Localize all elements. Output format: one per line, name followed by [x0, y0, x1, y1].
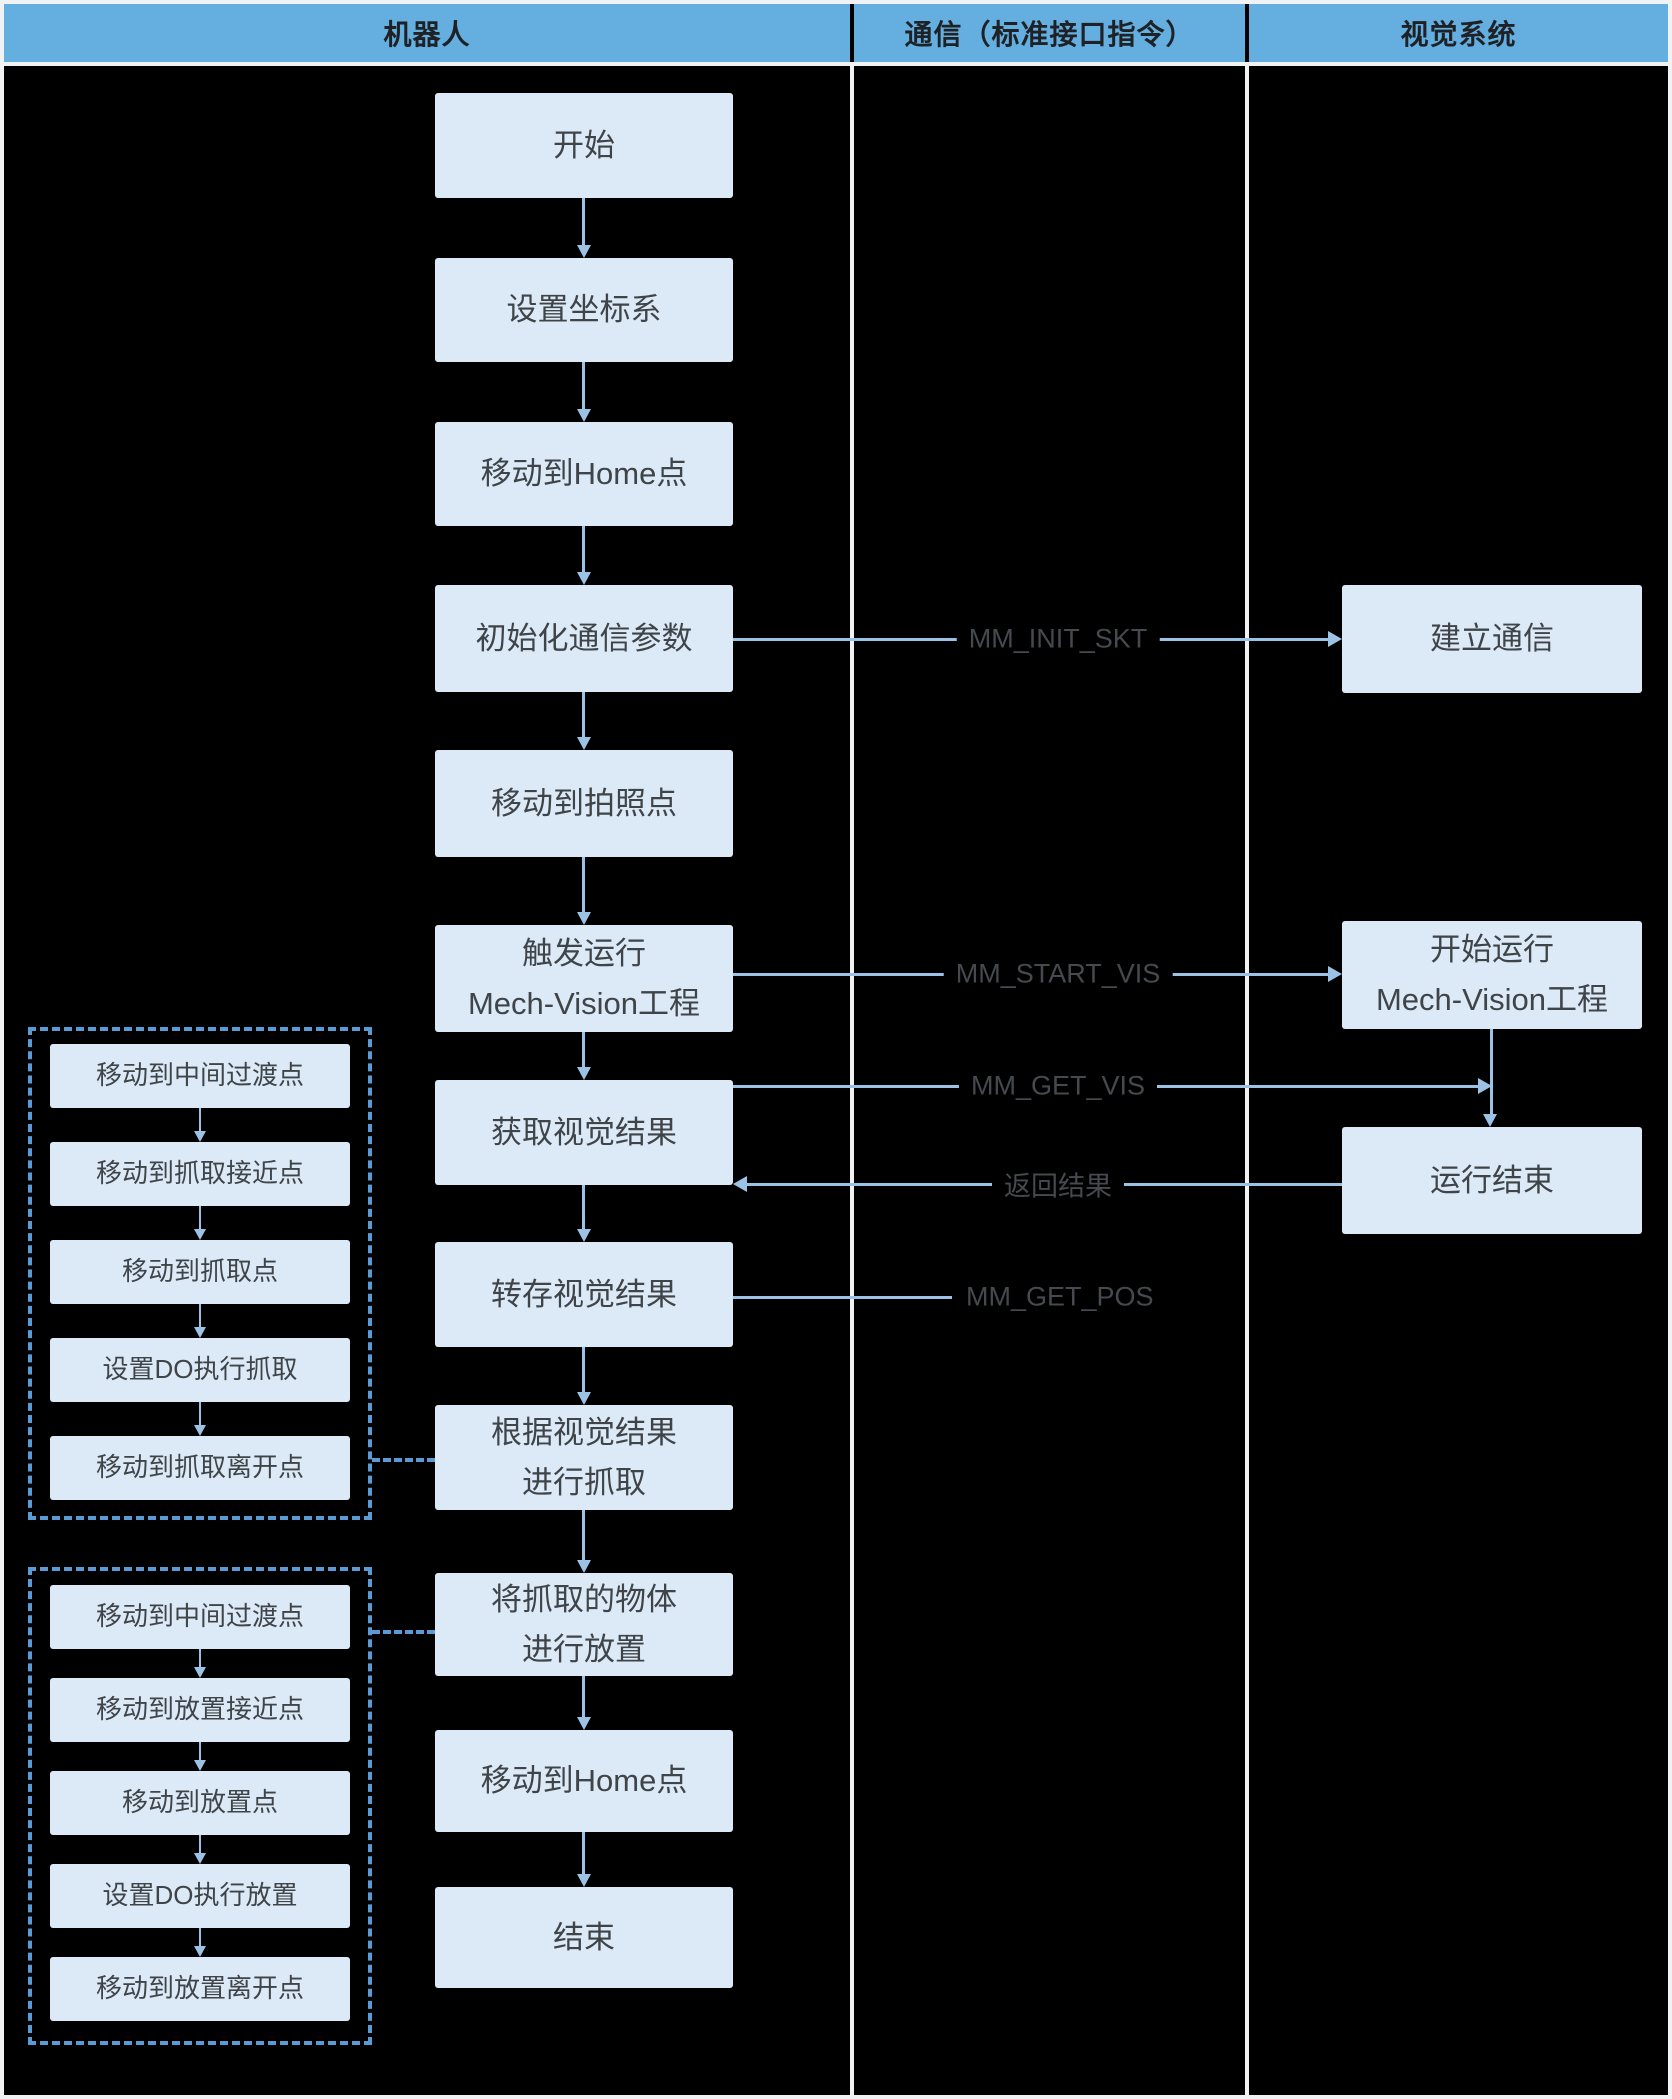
place-box-move-to-place-departure: 移动到放置离开点 — [50, 1957, 350, 2021]
flow-arrow-down — [582, 198, 585, 245]
pick-box-move-to-pick-point: 移动到抓取点 — [50, 1240, 350, 1304]
comm-line-mm-get-pos — [733, 1296, 952, 1299]
arrow-head-down-icon — [577, 409, 591, 422]
place-subroutine-group — [28, 1567, 372, 2045]
place-box-move-to-place-point: 移动到放置点 — [50, 1771, 350, 1835]
lane-title: 视觉系统 — [1400, 19, 1517, 50]
comm-label-return-result: 返回结果 — [992, 1164, 1124, 1204]
flow-box-end: 结束 — [435, 1887, 733, 1988]
vision-box-start-mech-vision-project: 开始运行 Mech-Vision工程 — [1342, 921, 1642, 1029]
place-box-set-do-place: 设置DO执行放置 — [50, 1864, 350, 1928]
flow-arrow-down — [1490, 1029, 1493, 1114]
arrow-head-down-icon — [194, 1425, 206, 1436]
flow-arrow-down — [199, 1742, 201, 1760]
arrow-head-down-icon — [194, 1853, 206, 1864]
arrow-head-down-icon — [194, 1667, 206, 1678]
flow-arrow-down — [582, 1676, 585, 1717]
lane-header-robot: 机器人 — [4, 4, 850, 62]
flow-box-set-coordinate-system: 设置坐标系 — [435, 258, 733, 362]
place-box-move-to-place-approach: 移动到放置接近点 — [50, 1678, 350, 1742]
dashed-connector-place — [372, 1630, 435, 1634]
lane-header-vision: 视觉系统 — [1249, 4, 1668, 62]
lane-title: 通信（标准接口指令） — [904, 19, 1195, 50]
pick-box-move-to-waypoint: 移动到中间过渡点 — [50, 1044, 350, 1108]
arrow-head-down-icon — [577, 737, 591, 750]
flow-arrow-down — [582, 526, 585, 572]
arrow-head-down-icon — [194, 1946, 206, 1957]
arrow-head-down-icon — [577, 1717, 591, 1730]
flow-box-place-picked-object: 将抓取的物体 进行放置 — [435, 1573, 733, 1676]
flow-arrow-down — [199, 1108, 201, 1131]
arrow-head-down-icon — [577, 572, 591, 585]
comm-label-mm-get-vis: MM_GET_VIS — [958, 1070, 1158, 1102]
arrow-head-down-icon — [194, 1229, 206, 1240]
arrow-head-down-icon — [577, 245, 591, 258]
comm-label-mm-init-skt: MM_INIT_SKT — [956, 623, 1160, 655]
flow-arrow-down — [582, 1032, 585, 1067]
flow-arrow-down — [199, 1835, 201, 1853]
place-box-move-to-waypoint: 移动到中间过渡点 — [50, 1585, 350, 1649]
flow-arrow-down — [582, 1185, 585, 1229]
arrow-head-down-icon — [577, 1874, 591, 1887]
flow-arrow-down — [199, 1206, 201, 1229]
arrow-head-left-icon — [733, 1176, 747, 1192]
arrow-head-down-icon — [577, 1229, 591, 1242]
arrow-head-down-icon — [1483, 1114, 1497, 1127]
flow-box-move-to-home: 移动到Home点 — [435, 422, 733, 526]
flow-arrow-down — [582, 1347, 585, 1392]
flow-arrow-down — [582, 362, 585, 409]
arrow-head-right-icon — [1478, 1078, 1492, 1094]
arrow-head-down-icon — [194, 1131, 206, 1142]
flow-arrow-down — [582, 1510, 585, 1560]
arrow-head-down-icon — [577, 1067, 591, 1080]
arrow-head-down-icon — [577, 1560, 591, 1573]
flow-box-save-vision-result: 转存视觉结果 — [435, 1242, 733, 1347]
header-divider-line — [4, 62, 1668, 66]
flow-arrow-down — [582, 1832, 585, 1874]
pick-box-move-to-pick-approach: 移动到抓取接近点 — [50, 1142, 350, 1206]
flow-box-pick-by-vision-result: 根据视觉结果 进行抓取 — [435, 1405, 733, 1510]
arrow-head-down-icon — [194, 1760, 206, 1771]
flow-arrow-down — [199, 1928, 201, 1946]
flow-box-move-to-capture-point: 移动到拍照点 — [435, 750, 733, 857]
flow-box-init-communication-params: 初始化通信参数 — [435, 585, 733, 692]
vision-box-establish-communication: 建立通信 — [1342, 585, 1642, 693]
arrow-head-down-icon — [577, 912, 591, 925]
flow-arrow-down — [199, 1649, 201, 1667]
lane-divider — [850, 66, 854, 2095]
flow-box-get-vision-result: 获取视觉结果 — [435, 1080, 733, 1185]
lane-title: 机器人 — [383, 19, 471, 50]
comm-label-mm-get-pos: MM_GET_POS — [966, 1281, 1154, 1313]
arrow-head-right-icon — [1328, 966, 1342, 982]
arrow-head-down-icon — [577, 1392, 591, 1405]
pick-box-set-do-pick: 设置DO执行抓取 — [50, 1338, 350, 1402]
pick-subroutine-group — [28, 1027, 372, 1520]
arrow-head-right-icon — [1328, 631, 1342, 647]
flow-arrow-down — [199, 1402, 201, 1425]
arrow-head-down-icon — [194, 1327, 206, 1338]
flow-arrow-down — [582, 857, 585, 912]
flow-arrow-down — [582, 692, 585, 737]
pick-box-move-to-pick-departure: 移动到抓取离开点 — [50, 1436, 350, 1500]
vision-box-run-finished: 运行结束 — [1342, 1127, 1642, 1234]
flow-arrow-down — [199, 1304, 201, 1327]
lane-divider — [1245, 66, 1249, 2095]
dashed-connector-pick — [372, 1458, 435, 1462]
lane-header-communication: 通信（标准接口指令） — [854, 4, 1245, 62]
flow-box-trigger-mech-vision: 触发运行 Mech-Vision工程 — [435, 925, 733, 1032]
flow-box-move-to-home-2: 移动到Home点 — [435, 1730, 733, 1832]
flow-box-start: 开始 — [435, 93, 733, 198]
comm-label-mm-start-vis: MM_START_VIS — [943, 958, 1173, 990]
